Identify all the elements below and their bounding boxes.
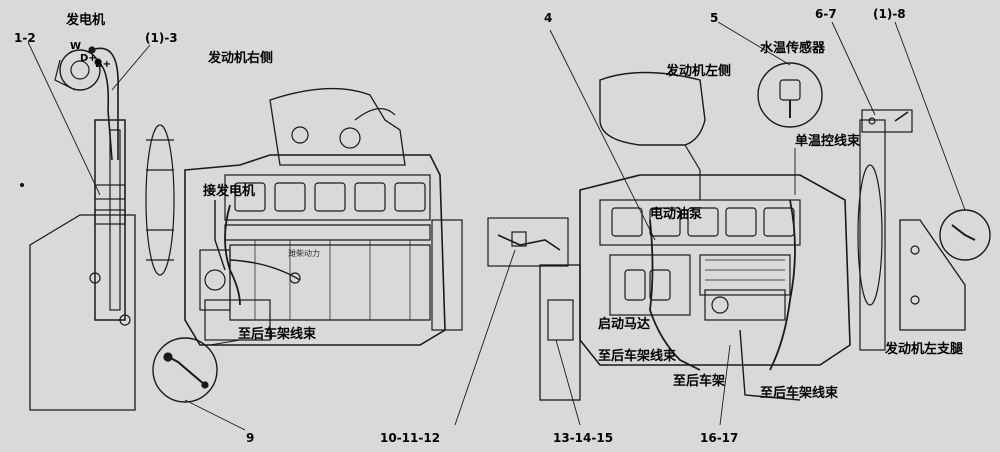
label-ref-9: 9 [246,431,255,445]
left-engine-drawing [487,71,966,401]
label-generator: 发电机 [66,13,106,28]
label-rear-harness-a: 至后车架线束 [238,327,317,342]
label-rear-harness-b: 至后车架线束 [598,349,677,364]
label-left-leg: 发动机左支腿 [885,342,964,357]
sensor-9-detail [152,337,218,403]
label-gen-b: B+ [95,59,112,70]
leaders-right [454,21,966,426]
label-ref-16-17: 16-17 [700,431,739,445]
detail-1-8 [939,209,991,261]
label-right-side: 发动机右侧 [208,51,274,66]
label-water-temp-sensor: 水温传感器 [760,41,826,56]
label-to-generator: 接发电机 [203,184,256,199]
leaders-left [27,41,246,431]
label-ref-4: 4 [544,11,553,25]
label-ref-6-7: 6-7 [815,7,837,21]
label-rear-frame: 至后车架 [673,374,726,389]
generator-detail [54,46,119,161]
label-starter-motor: 启动马达 [598,317,651,332]
label-ref-1-3: (1)-3 [145,31,178,45]
label-engine-brand: 潍柴动力 [288,249,320,258]
decor-dot [19,182,25,188]
label-rear-harness-c: 至后车架线束 [760,386,839,401]
label-ref-10-12: 10-11-12 [380,431,441,445]
label-gen-d: D+ [80,53,97,64]
tag-6-7-detail [861,109,913,133]
label-left-side: 发动机左侧 [666,64,732,79]
water-temp-sensor-detail [757,62,823,128]
label-ref-1-8: (1)-8 [873,7,906,21]
label-ref-1-2: 1-2 [14,31,36,45]
right-engine-drawing [29,87,463,411]
label-single-temp-harness: 单温控线束 [795,134,861,149]
label-gen-w: W [70,41,82,52]
label-ref-5: 5 [710,11,719,25]
label-electric-oil-pump: 电动油泵 [650,207,703,222]
label-ref-13-15: 13-14-15 [553,431,614,445]
